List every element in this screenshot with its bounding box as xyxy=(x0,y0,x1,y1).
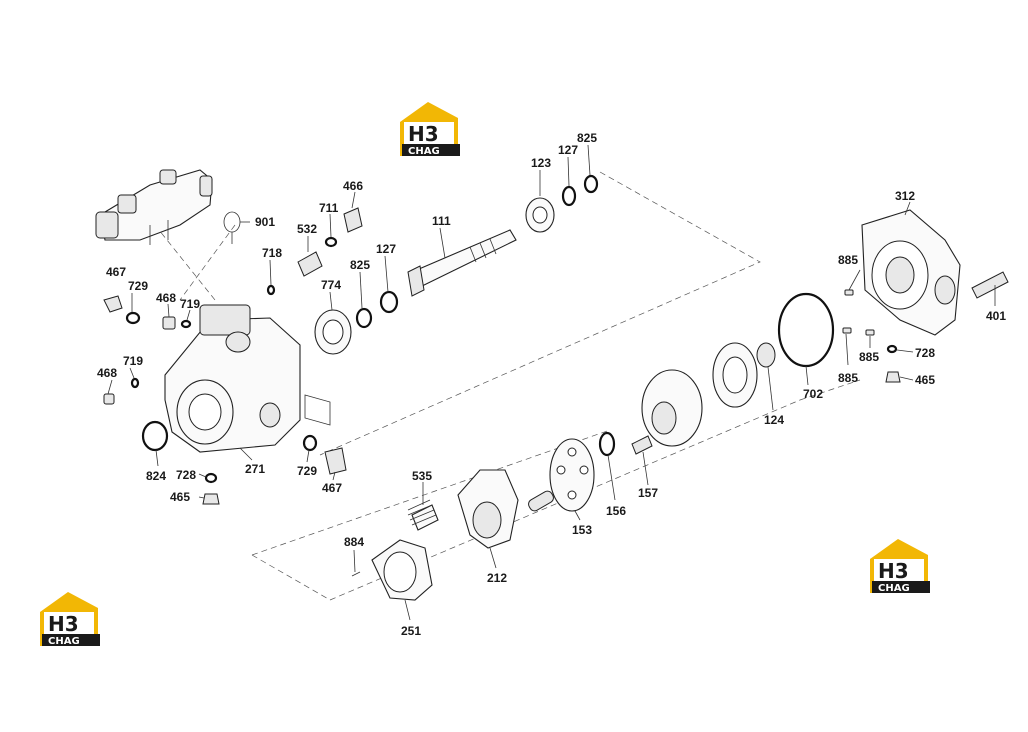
logo-sub-text: CHAG xyxy=(408,146,440,157)
part-label-156: 156 xyxy=(606,504,626,518)
valve-block-drawing xyxy=(842,209,1009,383)
part-label-401: 401 xyxy=(986,309,1006,323)
part-label-719: 719 xyxy=(123,354,143,368)
part-label-718: 718 xyxy=(262,246,282,260)
part-label-729: 729 xyxy=(297,464,317,478)
part-label-825: 825 xyxy=(577,131,597,145)
brand-logo-top: H3 CHAG xyxy=(400,102,460,157)
part-label-774: 774 xyxy=(321,278,341,292)
part-label-466: 466 xyxy=(343,179,363,193)
part-label-885: 885 xyxy=(859,350,879,364)
part-label-825: 825 xyxy=(350,258,370,272)
part-label-728: 728 xyxy=(176,468,196,482)
part-label-127: 127 xyxy=(376,242,396,256)
drive-shaft-drawing xyxy=(407,174,599,297)
eyebolt-drawing xyxy=(223,211,241,244)
part-label-212: 212 xyxy=(487,571,507,585)
logo-sub-text: CHAG xyxy=(48,636,80,647)
part-label-465: 465 xyxy=(915,373,935,387)
part-label-729: 729 xyxy=(128,279,148,293)
left-small-parts xyxy=(103,295,347,505)
part-label-884: 884 xyxy=(344,535,364,549)
part-number-labels: 123 127 825 466 711 901 532 718 111 127 … xyxy=(97,131,1006,638)
part-label-824: 824 xyxy=(146,469,166,483)
center-upper-parts xyxy=(266,207,399,355)
part-label-271: 271 xyxy=(245,462,265,476)
logo-main-text: H3 xyxy=(48,612,79,636)
leader-lines xyxy=(107,144,996,621)
part-label-885: 885 xyxy=(838,253,858,267)
part-label-702: 702 xyxy=(803,387,823,401)
pump-casing-drawing xyxy=(164,304,331,453)
part-label-532: 532 xyxy=(297,222,317,236)
part-label-467: 467 xyxy=(322,481,342,495)
logo-sub-text: CHAG xyxy=(878,583,910,594)
part-label-719: 719 xyxy=(180,297,200,311)
brand-logo-bottom-left: H3 CHAG xyxy=(40,592,100,647)
brand-logo-bottom-right: H3 CHAG xyxy=(870,539,930,594)
rotary-group-drawing xyxy=(407,292,835,549)
part-label-885: 885 xyxy=(838,371,858,385)
part-label-153: 153 xyxy=(572,523,592,537)
part-label-535: 535 xyxy=(412,469,432,483)
part-label-157: 157 xyxy=(638,486,658,500)
regulator-valve-drawing xyxy=(95,169,213,245)
logo-main-text: H3 xyxy=(878,559,909,583)
part-label-468: 468 xyxy=(156,291,176,305)
part-label-465: 465 xyxy=(170,490,190,504)
part-label-312: 312 xyxy=(895,189,915,203)
part-label-901: 901 xyxy=(255,215,275,229)
logo-main-text: H3 xyxy=(408,122,439,146)
part-label-251: 251 xyxy=(401,624,421,638)
part-label-468: 468 xyxy=(97,366,117,380)
part-label-711: 711 xyxy=(319,201,339,215)
part-label-728: 728 xyxy=(915,346,935,360)
part-label-123: 123 xyxy=(531,156,551,170)
part-label-127: 127 xyxy=(558,143,578,157)
part-label-124: 124 xyxy=(764,413,784,427)
swash-plate-drawing xyxy=(351,539,433,601)
part-label-467: 467 xyxy=(106,265,126,279)
part-label-111: 111 xyxy=(432,214,451,228)
